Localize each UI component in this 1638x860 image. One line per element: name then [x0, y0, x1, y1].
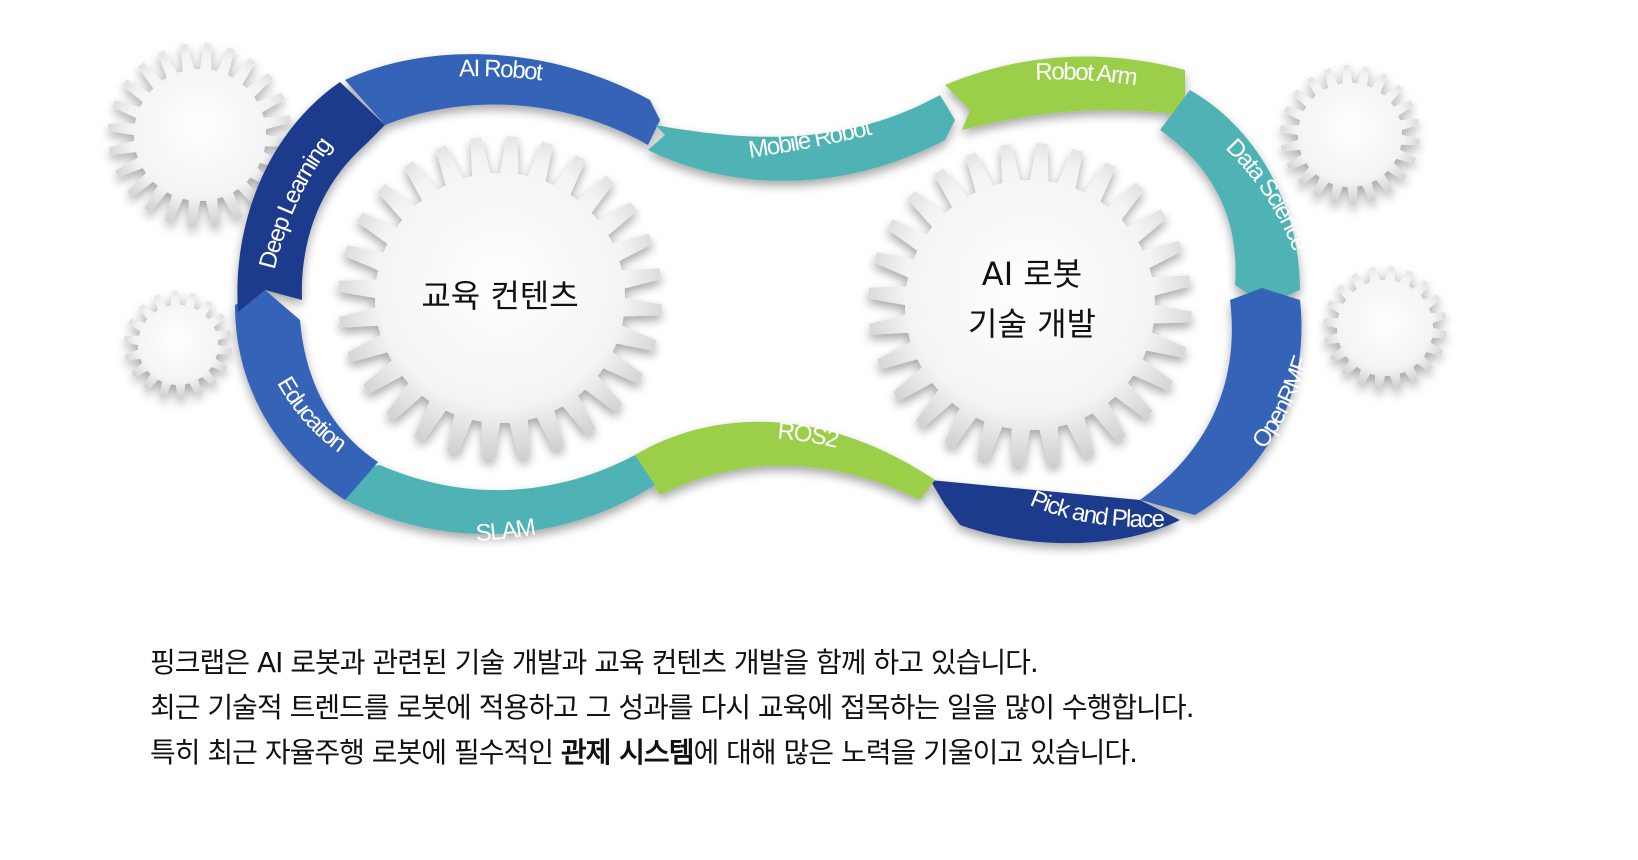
- segment-data-science: [1160, 90, 1300, 305]
- gear-left: [338, 136, 662, 460]
- gear-decor-top-left: [108, 43, 292, 227]
- segment-education: [235, 290, 378, 500]
- segment-slam: [345, 455, 655, 535]
- gear-decor-mid-left: [124, 291, 232, 399]
- gear-right-label-line2: 기술 개발: [968, 305, 1096, 343]
- gear-left-label: 교육 컨텐츠: [421, 277, 578, 315]
- description: 핑크랩은 AI 로봇과 관련된 기술 개발과 교육 컨텐츠 개발을 함께 하고 …: [150, 640, 1550, 775]
- description-line-3: 특히 최근 자율주행 로봇에 필수적인 관제 시스템에 대해 많은 노력을 기울…: [150, 730, 1550, 775]
- segment-robot-arm: [945, 56, 1185, 130]
- segment-ros2: [635, 421, 935, 500]
- gear-right: [868, 143, 1192, 467]
- segment-ai-robot: [345, 54, 660, 145]
- gear-decor-top-right: [1280, 65, 1420, 205]
- segment-deep-learning: [237, 82, 385, 312]
- description-highlight: 관제 시스템: [560, 736, 695, 769]
- description-line-3-prefix: 특히 최근 자율주행 로봇에 필수적인: [150, 736, 561, 769]
- segment-label-ai-robot: AI Robot: [459, 55, 545, 86]
- description-line-2: 최근 기술적 트렌드를 로봇에 적용하고 그 성과를 다시 교육에 접목하는 일…: [150, 691, 1195, 724]
- segment-openrmf: [1140, 288, 1302, 515]
- gear-decor-mid-right: [1323, 266, 1447, 390]
- segment-pick-and-place: [930, 480, 1180, 544]
- description-line-1: 핑크랩은 AI 로봇과 관련된 기술 개발과 교육 컨텐츠 개발을 함께 하고 …: [150, 646, 1039, 679]
- gear-right-label-line1: AI 로봇: [982, 255, 1082, 293]
- segment-mobile-robot: [648, 95, 955, 181]
- description-line-3-suffix: 에 대해 많은 노력을 기울이고 있습니다.: [693, 736, 1138, 769]
